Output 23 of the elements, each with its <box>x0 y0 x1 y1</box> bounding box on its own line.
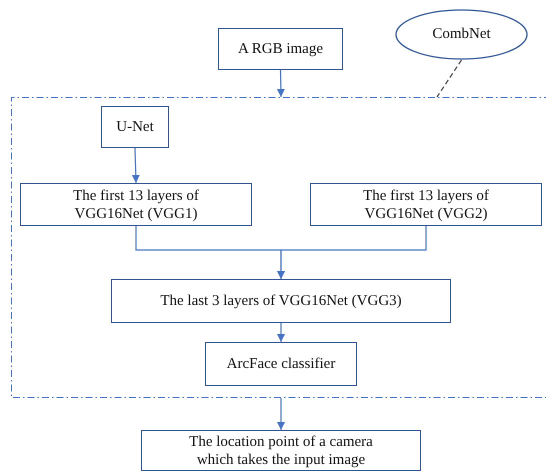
node-label: A RGB image <box>238 40 323 58</box>
node-label: ArcFace classifier <box>226 355 336 373</box>
process-box <box>101 106 169 148</box>
node-label: The first 13 layers of VGG16Net (VGG1) <box>72 186 200 222</box>
node-label: The first 13 layers of VGG16Net (VGG2) <box>362 186 490 222</box>
node-label: CombNet <box>432 26 491 43</box>
arrow <box>132 148 140 184</box>
node-label: The last 3 layers of VGG16Net (VGG3) <box>160 292 402 310</box>
arrow <box>277 226 427 279</box>
arrow <box>276 70 285 98</box>
connector-line <box>436 60 462 98</box>
output-box <box>141 430 421 471</box>
dash-dot-group-frame <box>11 97 546 398</box>
process-box <box>310 183 542 226</box>
node-label: U-Net <box>116 118 154 136</box>
label-ellipse <box>395 9 528 60</box>
process-box <box>111 279 451 323</box>
input-box <box>218 28 343 70</box>
process-box <box>205 342 357 386</box>
node-label: The location point of a camera which takes the input image <box>188 432 374 468</box>
process-box <box>20 183 252 226</box>
arrow <box>277 398 285 430</box>
arrow <box>277 323 285 342</box>
